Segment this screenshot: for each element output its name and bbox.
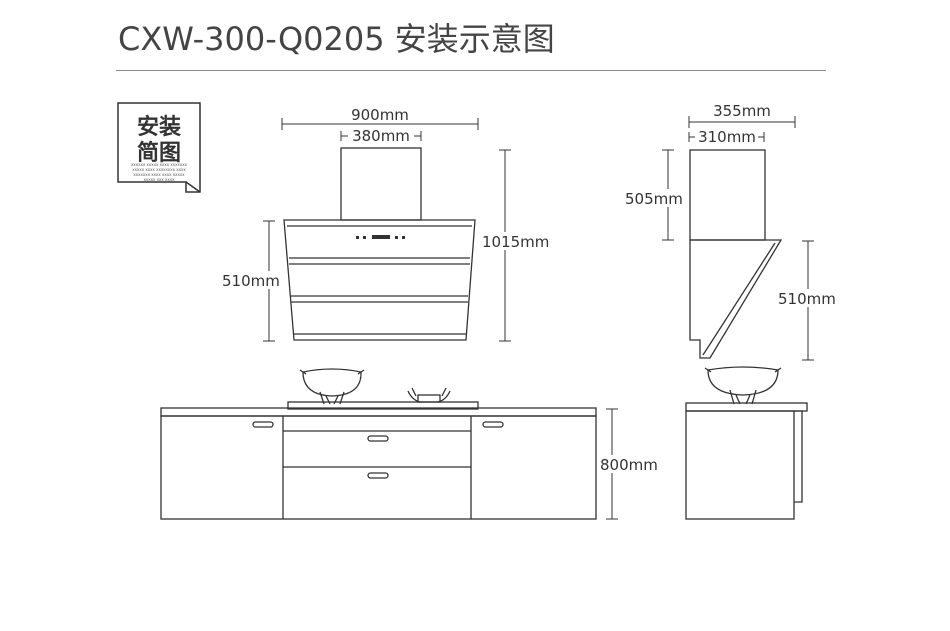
dim-label-510-front: 510mm bbox=[222, 272, 280, 290]
front-handle-drawer-1 bbox=[367, 435, 389, 442]
side-hood-glass bbox=[702, 242, 776, 356]
badge-fine-print-1: xxxxxx xxxxx xxxx xxxxxxx bbox=[131, 162, 188, 167]
dim-label-bg-1015 bbox=[480, 232, 550, 250]
front-wok-left-handle-r bbox=[357, 369, 365, 375]
dim-label-310: 310mm bbox=[698, 128, 756, 146]
dim-label-1015: 1015mm bbox=[482, 233, 549, 251]
side-dimensions bbox=[662, 116, 814, 361]
badge-frame bbox=[117, 102, 201, 193]
dim-label-505: 505mm bbox=[625, 190, 683, 208]
dim-label-bg-800 bbox=[598, 455, 664, 473]
side-cabinet-door bbox=[794, 410, 803, 503]
badge-tail bbox=[185, 181, 201, 193]
side-wok-stand bbox=[729, 389, 757, 405]
front-stove-plate bbox=[287, 401, 479, 410]
dim-label-bg-310 bbox=[696, 128, 758, 144]
dim-label-800: 800mm bbox=[600, 456, 658, 474]
side-wok bbox=[707, 366, 779, 396]
front-dimensions bbox=[263, 118, 618, 520]
front-handle-drawer-2 bbox=[367, 472, 389, 479]
front-chimney bbox=[340, 147, 422, 221]
front-dimension-labels: 900mm 380mm 1015mm 510mm 800mm bbox=[220, 106, 664, 474]
badge-title-line2: 简图 bbox=[137, 140, 181, 166]
dim-label-bg-380 bbox=[350, 127, 412, 143]
side-wok-handle-l bbox=[704, 367, 712, 373]
side-wok-handle-r bbox=[774, 367, 782, 373]
badge-fine-print-4: xxxxx xxx xxxx bbox=[144, 177, 176, 182]
badge-fine-print-2: xxxxx xxxx xxxxxxxx xxxx bbox=[132, 167, 186, 172]
front-burner-right bbox=[417, 394, 441, 403]
dim-label-bg-510-front bbox=[220, 271, 284, 289]
front-cabinet-body bbox=[160, 415, 597, 520]
page-title: CXW-300-Q0205 安装示意图 bbox=[118, 20, 555, 58]
dim-label-380: 380mm bbox=[352, 127, 410, 145]
front-control-panel bbox=[356, 235, 405, 239]
dim-label-510-side: 510mm bbox=[778, 290, 836, 308]
front-view bbox=[160, 147, 597, 520]
front-burner-right-prongs bbox=[411, 387, 447, 397]
dim-label-bg-510-side bbox=[776, 289, 840, 307]
front-handle-right bbox=[482, 421, 504, 428]
side-cabinet-body bbox=[685, 410, 795, 520]
side-view bbox=[685, 149, 808, 520]
front-hood-body bbox=[283, 219, 476, 341]
front-wok-left-stand bbox=[319, 391, 345, 405]
badge-title-line1: 安装 bbox=[137, 114, 181, 140]
side-chimney bbox=[689, 149, 766, 241]
dim-label-900: 900mm bbox=[351, 106, 409, 124]
badge-fine-print-3: xxxxxxx xxxx xxxx xxxxx bbox=[133, 172, 185, 177]
front-wok-left bbox=[302, 368, 362, 397]
dim-label-355: 355mm bbox=[713, 102, 771, 120]
dim-label-bg-505 bbox=[623, 189, 687, 207]
front-handle-left bbox=[252, 421, 274, 428]
side-dimension-labels: 355mm 310mm 505mm 510mm bbox=[623, 102, 840, 308]
installation-badge: 安装 简图 xxxxxx xxxxx xxxx xxxxxxx xxxxx xx… bbox=[117, 102, 201, 193]
title-divider bbox=[116, 70, 826, 71]
side-hood-body bbox=[689, 239, 783, 359]
front-wok-left-handle-l bbox=[299, 369, 307, 375]
